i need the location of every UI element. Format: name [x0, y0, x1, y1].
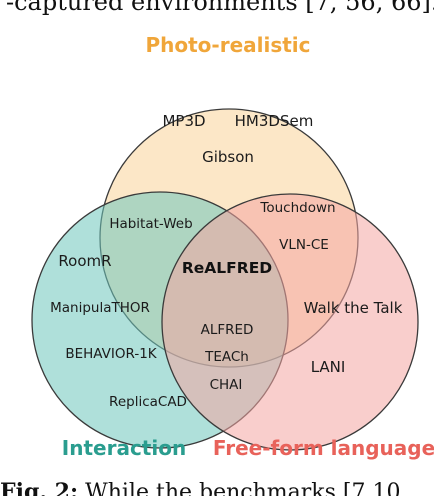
item-teach: TEACh: [204, 349, 249, 365]
figure-label: Fig. 2:: [0, 482, 79, 496]
item-touchdown: Touchdown: [259, 200, 335, 216]
item-replicacad: ReplicaCAD: [109, 394, 187, 410]
item-chai: CHAI: [210, 377, 243, 393]
item-hm3dsem: HM3DSem: [235, 112, 314, 130]
item-vln-ce: VLN-CE: [279, 237, 329, 253]
item-alfred: ALFRED: [201, 322, 254, 338]
free-form-language-circle: [161, 193, 419, 451]
photo-realistic-title: Photo-realistic: [145, 33, 310, 57]
item-lani: LANI: [311, 358, 346, 376]
top-caption-fragment: -captured environments [7, 56, 66].: [0, 0, 434, 24]
item-habitat-web: Habitat-Web: [109, 216, 192, 232]
item-gibson: Gibson: [202, 148, 254, 166]
item-roomr: RoomR: [58, 252, 111, 270]
item-behavior-1k: BEHAVIOR-1K: [65, 346, 157, 362]
free-form-language-title: Free-form language: [213, 436, 434, 460]
item-realfred-center: ReALFRED: [182, 259, 272, 277]
item-walk-the-talk: Walk the Talk: [304, 299, 403, 317]
top-caption-text: -captured environments [7, 56, 66].: [6, 0, 434, 16]
item-manipulathor: ManipulaTHOR: [50, 300, 150, 316]
figure-caption-text: While the benchmarks [7,10: [85, 482, 401, 496]
item-mp3d: MP3D: [162, 112, 205, 130]
interaction-title: Interaction: [62, 436, 186, 460]
figure-caption-fragment: Fig. 2: While the benchmarks [7,10: [0, 482, 434, 496]
